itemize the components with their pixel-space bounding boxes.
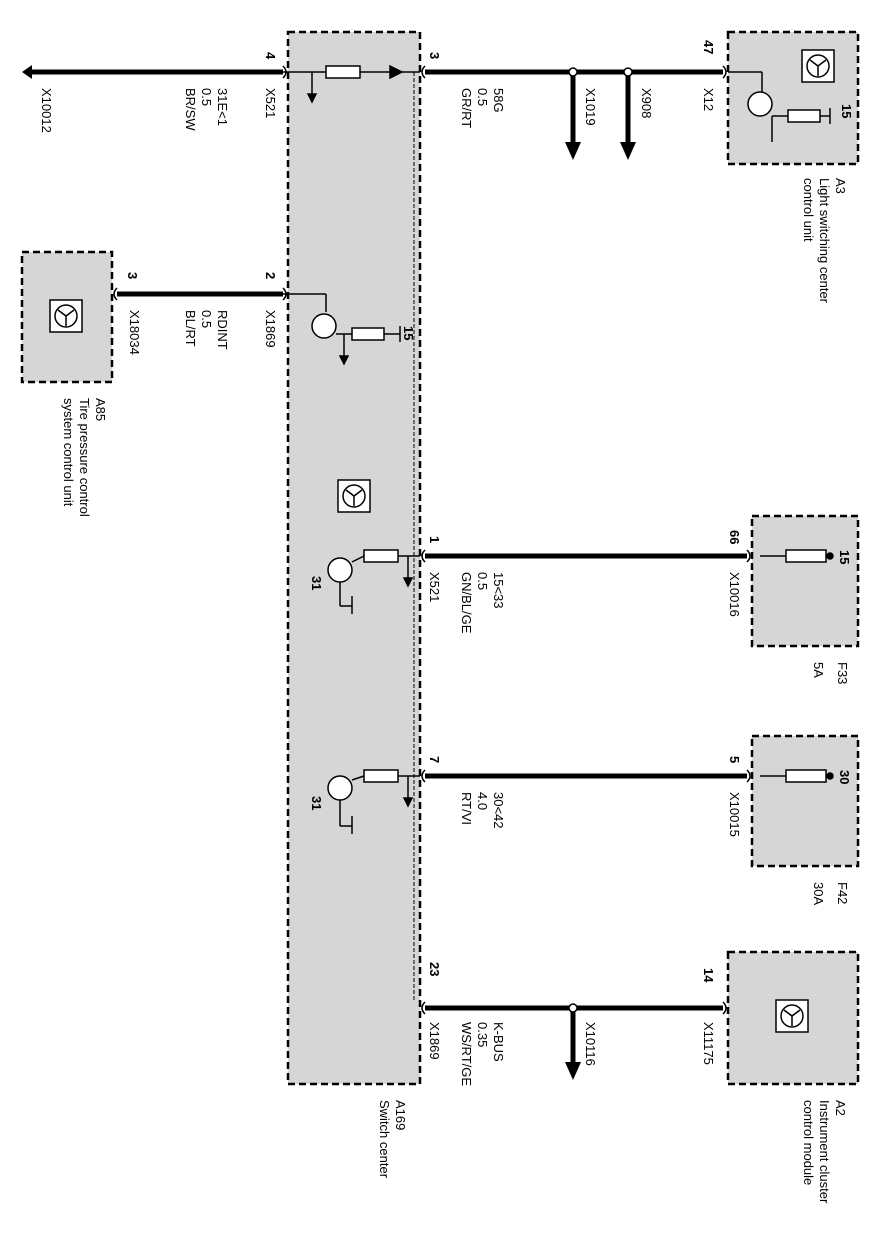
w6-conn-sw: X1869 (427, 1022, 442, 1060)
a2-name1: Instrument cluster (817, 1100, 832, 1204)
a169-name: Switch center (377, 1100, 392, 1179)
w6-conn-a2: X11175 (701, 1022, 716, 1065)
splice-arrow-x908 (620, 67, 636, 160)
a2-ref: A2 (833, 1100, 848, 1116)
f33-ref: F33 (835, 662, 850, 684)
fuse-f42-box (750, 734, 860, 868)
w6-gauge: 0.35 (475, 1022, 490, 1047)
w6-splice: X10116 (583, 1022, 598, 1066)
a3-name2: control unit (801, 178, 816, 242)
w3-color: GR/RT (459, 88, 474, 128)
light-switching-ecu-icon (801, 49, 835, 83)
w1-pin-right: 3 (427, 52, 442, 59)
w5-signal: 30<42 (491, 792, 506, 829)
light-switching-transistor (728, 71, 831, 142)
a3-name1: Light switching center (817, 178, 832, 304)
w4-conn-fuse: X10016 (727, 572, 742, 617)
w1-signal: 31E<1 (215, 88, 230, 126)
w1-color: BR/SW (183, 88, 198, 131)
fuse-f42-icon (760, 769, 834, 783)
w1-gauge: 0.5 (199, 88, 214, 106)
a3-ref: A3 (833, 178, 848, 194)
w4-gauge: 0.5 (475, 572, 490, 590)
gnd-31-b: 31 (309, 796, 324, 810)
w2-gauge: 0.5 (199, 310, 214, 328)
w6-signal: K-BUS (491, 1022, 506, 1062)
w1-ground-conn: X10012 (39, 88, 54, 133)
switch-center-box (286, 30, 422, 1086)
w5-gauge: 4.0 (475, 792, 490, 810)
w5-pin-sw: 7 (427, 756, 442, 763)
w2-signal: RDINT (215, 310, 230, 350)
f42-pin-30: 30 (837, 770, 852, 784)
a85-name1: Tire pressure control (77, 398, 92, 517)
fuse-f33-box (750, 514, 860, 648)
a85-ref: A85 (93, 398, 108, 421)
f33-pin-15: 15 (837, 550, 852, 564)
w2-color: BL/RT (183, 310, 198, 347)
w3-conn-a3: X12 (701, 88, 716, 111)
switch-center-ecu-icon (337, 479, 371, 513)
f33-rating: 5A (811, 662, 826, 678)
transistor-rdint-circuit (283, 293, 401, 366)
transistor-pin1-circuit (327, 549, 420, 614)
splice-arrow-x10116 (565, 1003, 581, 1080)
internal-pin-15: 15 (401, 326, 416, 340)
connector-hooks (113, 65, 751, 1015)
w4-pin-fuse: 66 (727, 530, 742, 544)
w1-conn-left: X521 (263, 88, 278, 118)
a2-name2: control module (801, 1100, 816, 1185)
w6-pin-a2: 14 (701, 968, 716, 983)
a3-pin-15: 15 (839, 104, 854, 118)
w5-pin-fuse: 5 (727, 756, 742, 763)
w5-color: RT/VI (459, 792, 474, 825)
f42-ref: F42 (835, 882, 850, 904)
tire-pressure-ecu-icon (49, 299, 83, 333)
instrument-cluster-ecu-icon (775, 999, 809, 1033)
splice-arrow-x1019 (565, 67, 581, 160)
ground-terminal-icon (22, 65, 32, 79)
w2-conn-left: X18034 (127, 310, 142, 355)
w2-conn-right: X1869 (263, 310, 278, 348)
w2-pin-left: 3 (125, 272, 140, 279)
w6-color: WS/RT/GE (459, 1022, 474, 1086)
led-resistor-circuit (283, 64, 420, 104)
gnd-31-a: 31 (309, 576, 324, 590)
w3-splice1: X1019 (583, 88, 598, 126)
w3-splice2: X908 (639, 88, 654, 118)
w4-conn-sw: X521 (427, 572, 442, 602)
w4-color: GN/BL/GE (459, 572, 474, 634)
w3-signal: 58G (491, 88, 506, 113)
f42-rating: 30A (811, 882, 826, 905)
w6-pin-sw: 23 (427, 962, 442, 976)
fuse-f33-icon (760, 549, 834, 563)
a169-ref: A169 (393, 1100, 408, 1130)
w1-pin-left: 4 (263, 52, 278, 60)
w4-pin-sw: 1 (427, 536, 442, 543)
w2-pin-right: 2 (263, 272, 278, 279)
w4-signal: 15<33 (491, 572, 506, 609)
w3-gauge: 0.5 (475, 88, 490, 106)
a85-name2: system control unit (61, 398, 76, 507)
transistor-pin7-circuit (327, 769, 420, 834)
w3-pin-a3: 47 (701, 40, 716, 54)
w5-conn-fuse: X10015 (727, 792, 742, 837)
light-switching-box (726, 30, 860, 166)
